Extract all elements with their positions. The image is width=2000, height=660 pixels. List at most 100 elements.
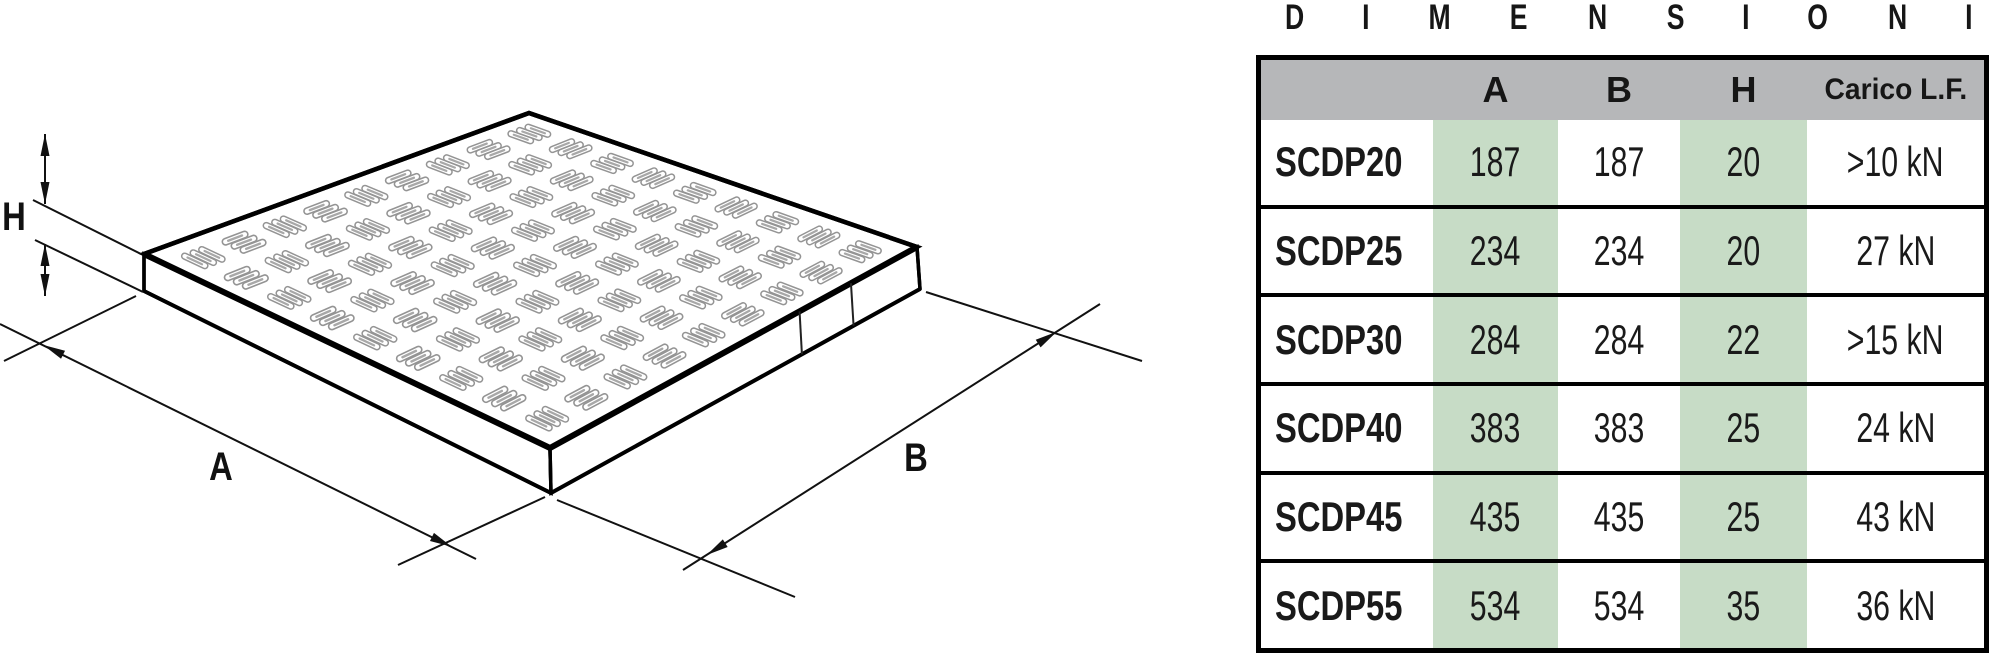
pill xyxy=(571,147,588,156)
pill xyxy=(229,269,246,278)
pill xyxy=(280,293,298,303)
pill xyxy=(439,161,457,169)
col-h-value: 25 xyxy=(1680,493,1807,541)
header-col-B: B xyxy=(1558,69,1680,111)
pill xyxy=(611,296,628,305)
cell-text: SCDP40 xyxy=(1275,404,1403,452)
dimension-line xyxy=(32,199,142,255)
pill xyxy=(480,145,497,154)
pill xyxy=(769,218,786,226)
pill xyxy=(654,177,670,186)
pill xyxy=(540,330,557,340)
load-value: 36 kN xyxy=(1807,582,1984,630)
pill xyxy=(684,297,701,306)
pill xyxy=(487,279,503,288)
pill xyxy=(732,272,748,282)
cell-text: >10 kN xyxy=(1847,138,1944,186)
pill xyxy=(529,297,546,306)
pill xyxy=(328,245,345,254)
pill xyxy=(413,282,430,292)
pill xyxy=(390,173,407,181)
pill xyxy=(289,289,307,299)
pill xyxy=(269,260,287,270)
pill xyxy=(431,164,448,172)
pill xyxy=(501,358,518,368)
pill xyxy=(651,276,667,286)
pill xyxy=(452,373,470,383)
pill xyxy=(819,235,836,245)
pill xyxy=(514,196,532,205)
pill xyxy=(444,261,461,270)
pill xyxy=(395,274,412,284)
pill xyxy=(441,338,458,348)
pill xyxy=(285,219,302,228)
col-b-value: 234 xyxy=(1558,227,1680,275)
pill xyxy=(777,214,794,222)
pill xyxy=(613,333,631,343)
pill xyxy=(474,206,491,215)
pill xyxy=(419,358,436,367)
pill xyxy=(640,237,656,247)
cell-text: 534 xyxy=(1593,581,1645,629)
pill xyxy=(603,159,621,168)
pill xyxy=(575,353,591,363)
pill xyxy=(490,180,507,189)
cell-text: 187 xyxy=(1593,138,1645,186)
pill xyxy=(481,177,498,185)
pill xyxy=(404,278,421,288)
tactile-pattern xyxy=(180,123,882,432)
pill xyxy=(736,206,753,215)
title-letter: D xyxy=(1285,0,1305,37)
pill xyxy=(605,191,622,200)
pill xyxy=(449,189,466,198)
pill xyxy=(523,339,541,348)
pill xyxy=(657,244,674,253)
pill xyxy=(543,369,561,379)
dimension-arrowhead xyxy=(1035,331,1057,348)
pill xyxy=(324,313,341,323)
pill xyxy=(587,397,604,407)
cell-text: SCDP25 xyxy=(1275,227,1403,274)
pill xyxy=(407,180,424,188)
col-a-value: 187 xyxy=(1433,138,1558,186)
pill xyxy=(444,377,462,388)
pill xyxy=(358,337,376,347)
pill xyxy=(563,176,580,185)
plate-front-corner-edge xyxy=(548,447,553,494)
pill xyxy=(449,335,467,344)
pill xyxy=(655,210,672,219)
header-col-H: H xyxy=(1680,69,1807,111)
pill xyxy=(735,309,751,319)
pill xyxy=(244,242,262,251)
pill xyxy=(619,292,636,301)
plate-seam-line xyxy=(849,283,855,326)
pill xyxy=(531,335,549,344)
col-a-value: 435 xyxy=(1433,493,1558,541)
pill xyxy=(695,185,712,193)
pill xyxy=(554,141,570,150)
pill xyxy=(287,253,304,263)
pill xyxy=(278,257,296,267)
pill xyxy=(537,293,555,302)
cell-text: 284 xyxy=(1593,315,1645,363)
cell-text: 234 xyxy=(1593,227,1645,274)
pill xyxy=(696,218,713,227)
cell-text: SCDP30 xyxy=(1275,315,1403,363)
col-a-value: 234 xyxy=(1433,227,1558,275)
col-b-value: 534 xyxy=(1558,582,1680,630)
pill xyxy=(523,193,540,201)
cell-text: 435 xyxy=(1470,493,1521,541)
pill xyxy=(492,354,509,364)
cell-text: 36 kN xyxy=(1856,581,1935,629)
pill xyxy=(480,312,497,322)
pill xyxy=(448,157,465,166)
pill xyxy=(355,299,373,309)
load-value: 24 kN xyxy=(1807,404,1984,452)
cell-text: SCDP20 xyxy=(1275,138,1403,186)
pill xyxy=(761,222,778,230)
cell-text: 25 xyxy=(1726,493,1761,541)
pill xyxy=(563,311,579,321)
pill xyxy=(516,230,533,239)
